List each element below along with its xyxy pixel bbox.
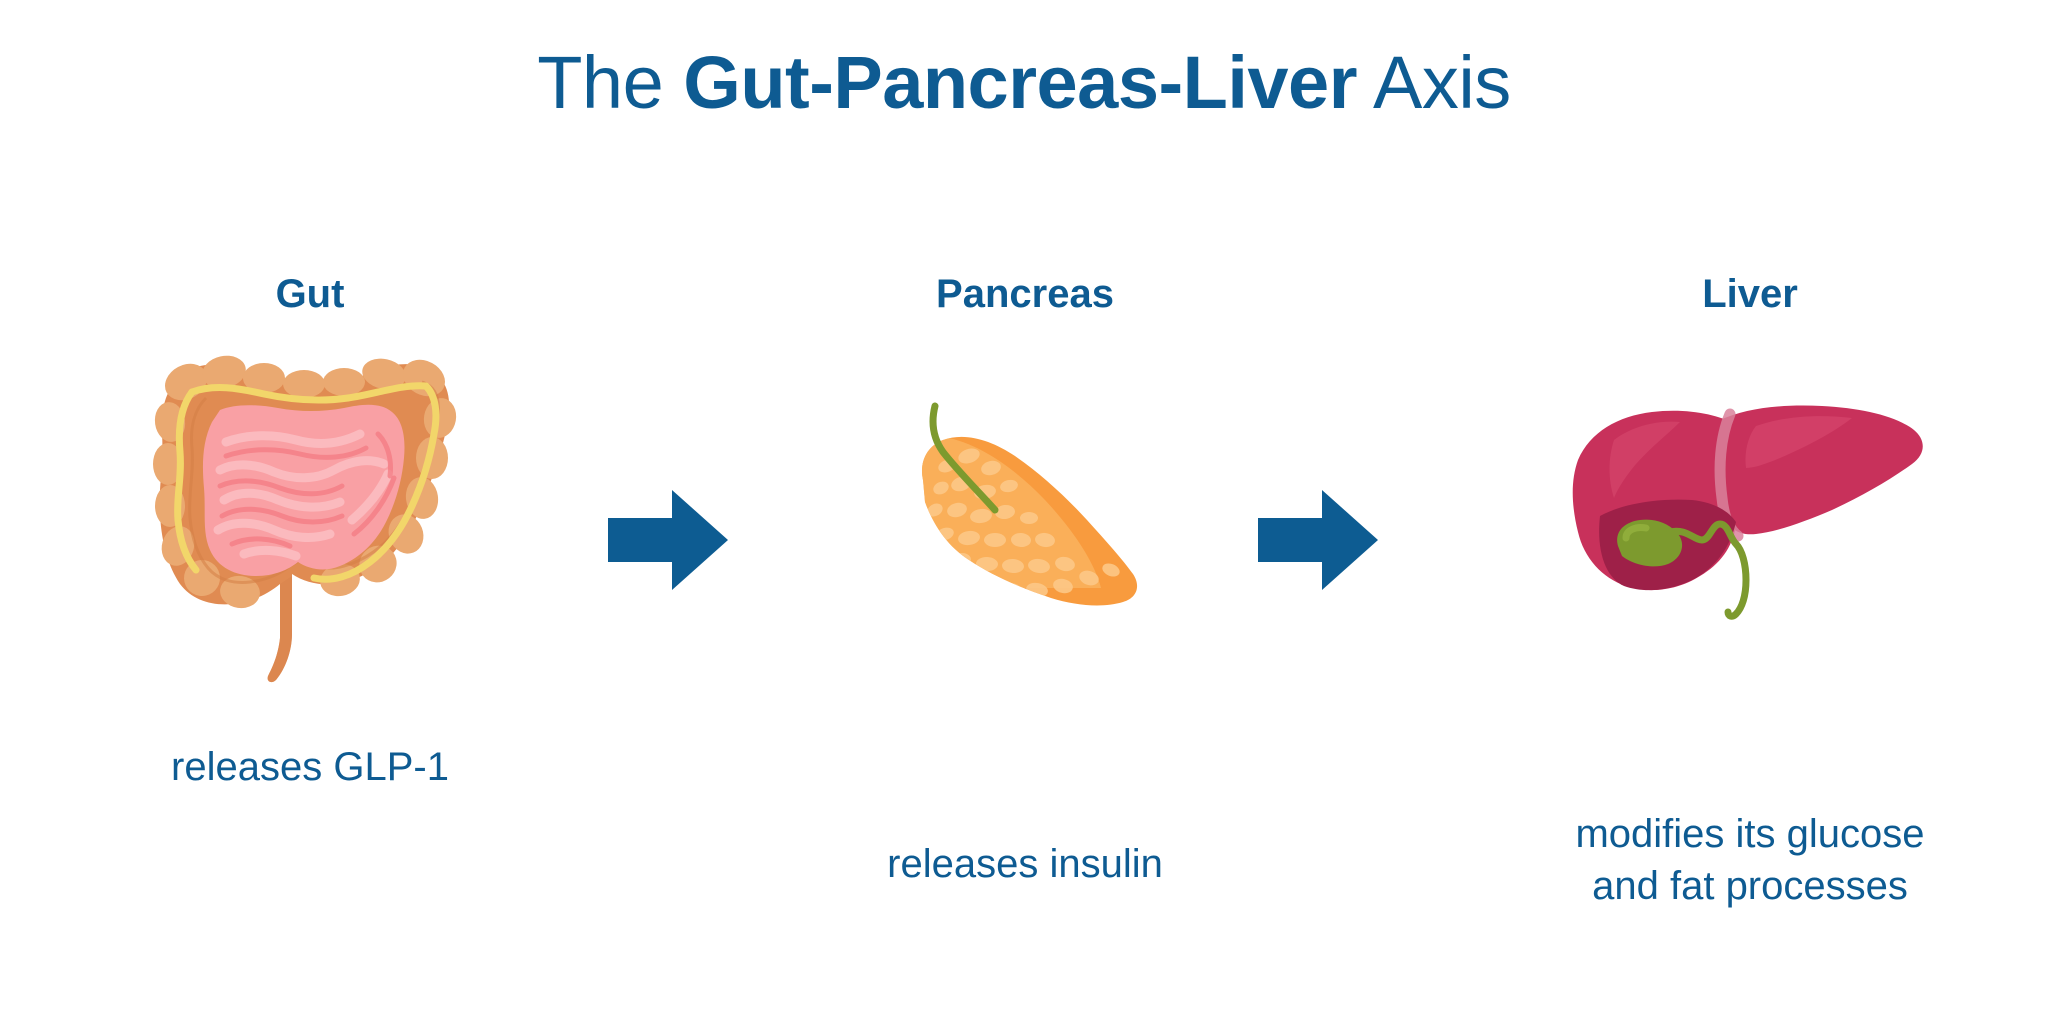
- tenia-coli-top: [188, 382, 430, 404]
- pancreatic-duct: [929, 402, 999, 514]
- caption-gut-line-1: releases GLP-1: [171, 745, 449, 789]
- caption-liver-line-2: and fat processes: [1592, 864, 1908, 908]
- flow-step-liver: Liver modifies its glucos: [1470, 270, 2030, 912]
- colon-haustra: [153, 355, 457, 609]
- tenia-coli-left: [174, 388, 200, 574]
- flow-step-pancreas: Pancreas: [790, 270, 1260, 890]
- pancreas-illustration: [921, 402, 1138, 606]
- caption-pancreas: releases insulin: [790, 838, 1260, 890]
- title-suffix: Axis: [1357, 41, 1511, 124]
- organ-label-pancreas: Pancreas: [936, 272, 1114, 316]
- gallbladder-highlight: [1622, 524, 1650, 542]
- intestine-illustration: [153, 355, 457, 683]
- organ-label-liver: Liver: [1702, 272, 1798, 316]
- title-emphasis: Gut-Pancreas-Liver: [683, 41, 1357, 124]
- small-intestine-coils-dark: [217, 431, 397, 549]
- right-arrow-icon: [1258, 490, 1378, 590]
- liver-illustration: [1572, 405, 1923, 620]
- liver-highlight-right: [1745, 416, 1852, 468]
- title-prefix: The: [537, 41, 684, 124]
- flow-step-gut: Gut: [60, 270, 560, 793]
- small-intestine-group: [202, 404, 405, 576]
- caption-gut: releases GLP-1: [60, 741, 560, 793]
- right-arrow-icon: [608, 490, 728, 590]
- bile-duct: [1666, 520, 1750, 620]
- small-intestine-coils-light: [213, 429, 393, 561]
- tenia-coli-right: [310, 382, 440, 583]
- caption-pancreas-line-1: releases insulin: [887, 842, 1163, 886]
- page-title: The Gut-Pancreas-Liver Axis: [0, 40, 2048, 126]
- liver-highlight-left: [1609, 421, 1680, 498]
- caption-liver: modifies its glucose and fat processes: [1470, 808, 2030, 912]
- caption-liver-line-1: modifies its glucose: [1575, 812, 1925, 856]
- rectum-shadow: [267, 576, 292, 683]
- organ-label-gut: Gut: [275, 272, 345, 316]
